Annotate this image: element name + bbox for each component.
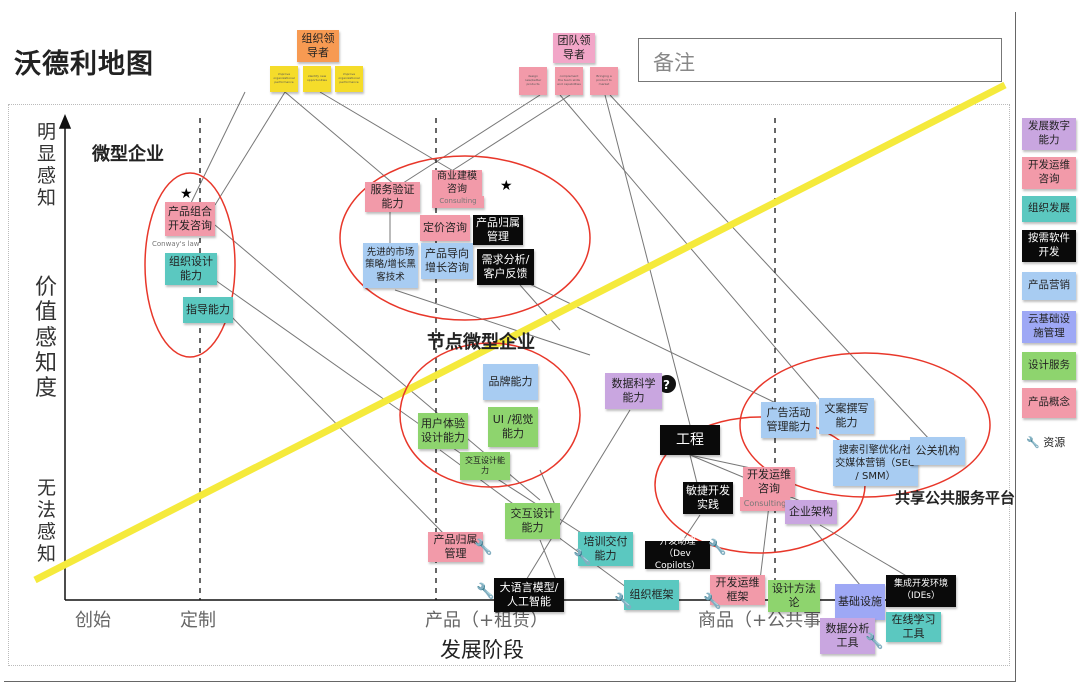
component-note[interactable]: 产品导向增长咨询 xyxy=(421,243,473,279)
y-axis-title: 价值感知度 xyxy=(35,275,58,402)
x-axis-title: 发展阶段 xyxy=(440,638,524,662)
component-note[interactable]: 组织框架 xyxy=(624,580,679,610)
cluster-circles xyxy=(144,155,991,554)
y-axis-bottom-label: 无法感知 xyxy=(37,477,57,565)
need-note[interactable]: improve organizational performance xyxy=(335,66,363,92)
legend-item: 开发运维咨询 xyxy=(1022,157,1076,189)
org-leader-note[interactable]: 组织领导者 xyxy=(297,30,339,62)
question-icon xyxy=(658,375,676,393)
component-note[interactable]: 商业建模咨询 xyxy=(432,170,482,196)
wrench-icon: 🔧 xyxy=(865,632,884,650)
x-stage-genesis: 创始 xyxy=(75,610,111,631)
svg-text:?: ? xyxy=(663,378,670,392)
component-note[interactable]: 广告活动管理能力 xyxy=(761,402,816,438)
legend-resource-label: 资源 xyxy=(1043,436,1066,449)
wrench-icon: 🔧 xyxy=(703,592,722,610)
region-micro: 微型企业 xyxy=(92,144,164,165)
legend-item: 产品营销 xyxy=(1022,272,1076,300)
component-subtext: Consulting xyxy=(432,196,484,208)
need-note[interactable]: identify new opportunities xyxy=(303,66,331,92)
wrench-icon: 🔧 xyxy=(708,538,727,556)
component-subtext: Consulting xyxy=(740,497,790,511)
legend-item: 发展数字能力 xyxy=(1022,118,1076,150)
x-stage-product: 产品（+租赁） xyxy=(425,610,549,631)
wrench-icon: 🔧 xyxy=(474,538,493,556)
need-note[interactable]: improve organizational performance xyxy=(270,66,298,92)
component-note[interactable]: UI /视觉能力 xyxy=(488,407,538,447)
component-note[interactable]: 企业架构 xyxy=(785,500,837,524)
component-note[interactable]: 设计方法论 xyxy=(768,580,820,612)
component-note[interactable]: 先进的市场策略/增长黑客技术 xyxy=(363,243,418,288)
stage-dividers xyxy=(199,118,776,600)
wrench-icon: 🔧 xyxy=(476,582,495,600)
component-note[interactable]: 服务验证能力 xyxy=(365,182,420,212)
component-note[interactable]: 交互设计能力 xyxy=(505,503,560,539)
component-note[interactable]: 公关机构 xyxy=(910,437,965,465)
x-stage-custom: 定制 xyxy=(180,610,216,631)
legend-item: 产品概念 xyxy=(1022,388,1076,418)
map-area xyxy=(8,104,1010,666)
need-note[interactable]: design new/better products xyxy=(519,67,547,95)
component-note[interactable]: 用户体验设计能力 xyxy=(418,413,468,449)
wrench-icon: 🔧 xyxy=(614,592,633,610)
legend-item: 设计服务 xyxy=(1022,352,1076,380)
component-note[interactable]: 开发运维框架 xyxy=(710,575,765,605)
star-icon: ★ xyxy=(500,178,513,194)
star-icon: ★ xyxy=(180,186,193,202)
component-note[interactable]: 定价咨询 xyxy=(420,215,470,241)
region-shared: 共享公共服务平台 xyxy=(895,489,1016,507)
component-note[interactable]: 开发助理（Dev Copilots） xyxy=(645,537,710,571)
wrench-icon: 🔧 xyxy=(573,548,592,566)
component-note[interactable]: 数据分析工具 xyxy=(820,618,875,654)
component-note[interactable]: 组织设计能力 xyxy=(165,253,217,285)
component-note[interactable]: 开发运维咨询 xyxy=(743,467,795,497)
component-note[interactable]: 指导能力 xyxy=(183,297,233,323)
component-note[interactable]: 需求分析/客户反馈 xyxy=(477,249,534,285)
component-note[interactable]: 大语言模型/人工智能 xyxy=(494,578,564,612)
page-title: 沃德利地图 xyxy=(14,49,154,80)
component-note[interactable]: 搜索引擎优化/社交媒体营销（SEO / SMM） xyxy=(833,440,918,486)
notes-input[interactable]: 备注 xyxy=(638,38,1002,82)
legend-item: 云基础设施管理 xyxy=(1022,311,1076,343)
component-note[interactable]: 培训交付能力 xyxy=(578,532,633,566)
component-note[interactable]: 敏捷开发实践 xyxy=(683,482,733,514)
component-note[interactable]: 基础设施 xyxy=(835,584,885,620)
team-leader-note[interactable]: 团队领导者 xyxy=(553,33,595,63)
need-note[interactable]: Bringing a product to market xyxy=(590,67,618,95)
canvas-frame xyxy=(4,12,1016,682)
component-note[interactable]: 产品组合开发咨询 xyxy=(165,202,215,236)
region-node-micro: 节点微型企业 xyxy=(427,332,535,353)
y-axis-top-label: 明显感知 xyxy=(37,121,57,209)
component-note[interactable]: 交互设计能力 xyxy=(460,452,510,480)
legend-resource: 🔧 资源 xyxy=(1026,434,1065,450)
component-note[interactable]: 工程 xyxy=(660,425,720,455)
legend-item: 按需软件开发 xyxy=(1022,230,1076,262)
component-note[interactable]: 集成开发环境（IDEs） xyxy=(886,575,956,607)
component-note[interactable]: 数据科学能力 xyxy=(605,373,662,409)
wrench-icon: 🔧 xyxy=(1026,436,1040,449)
component-note[interactable]: 文案撰写能力 xyxy=(819,398,874,434)
component-note[interactable]: 在线学习工具 xyxy=(886,612,941,642)
component-note[interactable]: 产品归属管理 xyxy=(473,215,523,245)
component-subtext: Conway's law xyxy=(152,240,200,248)
component-note[interactable]: 产品归属管理 xyxy=(428,532,483,562)
legend-item: 组织发展 xyxy=(1022,196,1076,222)
x-stage-commodity: 商品（+公共事 xyxy=(698,610,822,631)
evolution-trend-line xyxy=(33,81,1007,584)
need-note[interactable]: complement the team skills and capabilit… xyxy=(555,67,583,95)
component-note[interactable]: 品牌能力 xyxy=(483,364,538,400)
